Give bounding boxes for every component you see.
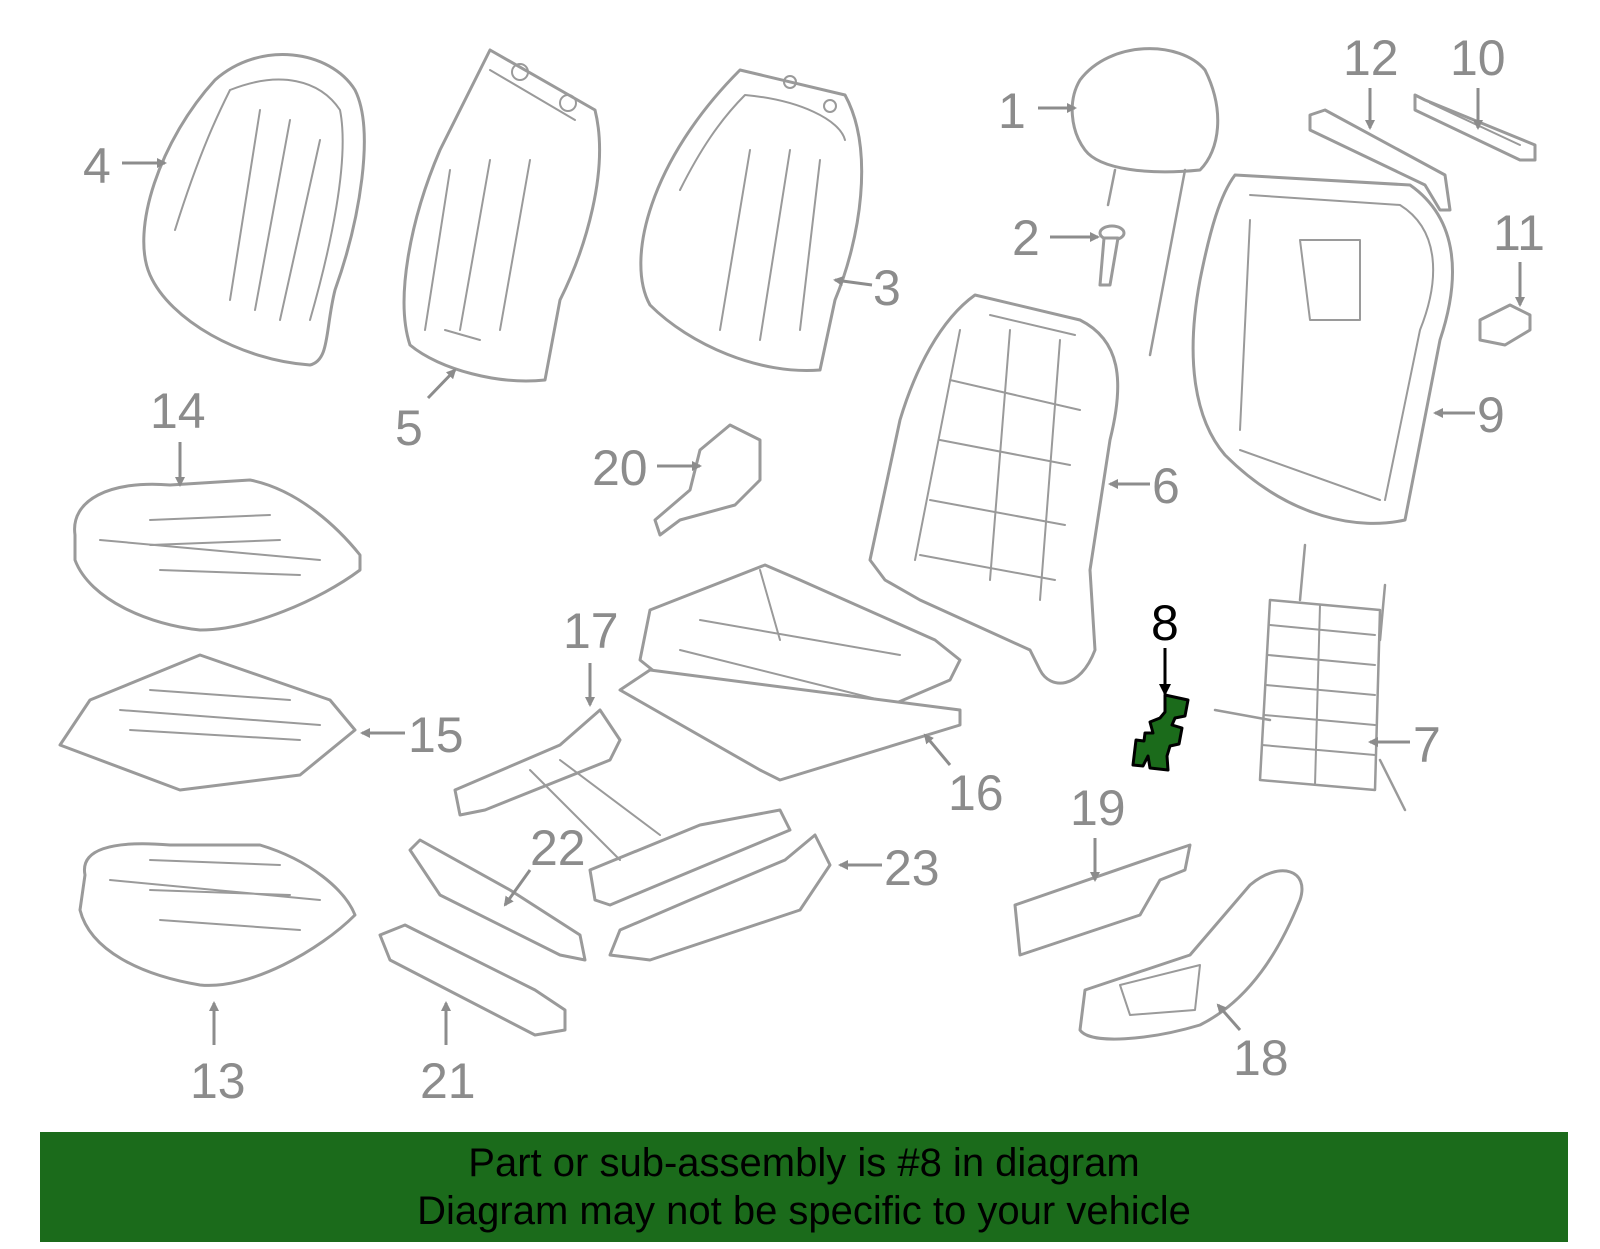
- part-7-spring-mat: [1213, 543, 1407, 812]
- banner-line-2: Diagram may not be specific to your vehi…: [417, 1189, 1191, 1233]
- callout-14: 14: [150, 383, 206, 439]
- part-6-back-frame: [868, 293, 1120, 685]
- callout-20: 20: [592, 440, 648, 496]
- part-14-cushion: [73, 478, 362, 632]
- callout-8-highlight: 8: [1151, 595, 1179, 696]
- callout-8: 8: [1151, 595, 1179, 651]
- part-13-cushion-cover: [78, 842, 357, 987]
- part-20-bracket: [653, 423, 762, 537]
- part-19-panel: [1013, 843, 1192, 957]
- callout-3: 3: [873, 260, 901, 316]
- callouts: 1 2 3 4 5 6 7 9 10 11 12 13 14 15 16 17 …: [83, 30, 1545, 1109]
- part-10-trim-strip: [1413, 93, 1537, 162]
- callout-9: 9: [1477, 387, 1505, 443]
- part-9-rear-panel: [1191, 173, 1454, 525]
- part-2-headrest-guide: [1098, 224, 1126, 287]
- part-8-highlighted: [1131, 693, 1190, 772]
- part-16-seat-pan: [618, 563, 962, 782]
- part-22-trim: [408, 838, 587, 962]
- callout-16: 16: [948, 765, 1004, 821]
- part-15-cushion-pad: [58, 653, 357, 792]
- part-23-side-trim: [608, 833, 832, 962]
- callout-23: 23: [884, 840, 940, 896]
- callout-12: 12: [1343, 30, 1399, 86]
- callout-4: 4: [83, 138, 111, 194]
- callout-1: 1: [998, 83, 1026, 139]
- info-banner: Part or sub-assembly is #8 in diagram Di…: [40, 1132, 1568, 1242]
- part-12-trim: [1308, 108, 1452, 212]
- part-4-seatback-cover: [142, 53, 366, 367]
- banner-line-1: Part or sub-assembly is #8 in diagram: [468, 1141, 1140, 1185]
- callout-10: 10: [1450, 30, 1506, 86]
- part-1-headrest: [1070, 47, 1220, 357]
- callout-5: 5: [395, 400, 423, 456]
- part-18-side-cover: [1078, 869, 1304, 1041]
- part-8-shape: [1131, 693, 1190, 772]
- seat-parts-diagram: 1 2 3 4 5 6 7 9 10 11 12 13 14 15 16 17 …: [58, 30, 1545, 1109]
- callout-22: 22: [530, 820, 586, 876]
- part-17-seat-frame: [453, 708, 792, 907]
- part-3-seatback-outer: [639, 68, 864, 373]
- callout-6: 6: [1152, 458, 1180, 514]
- callout-19: 19: [1070, 780, 1126, 836]
- part-21-cover: [378, 923, 567, 1037]
- callout-18: 18: [1233, 1030, 1289, 1086]
- callout-15: 15: [408, 707, 464, 763]
- callout-2: 2: [1012, 210, 1040, 266]
- callout-21: 21: [420, 1053, 476, 1109]
- callout-11: 11: [1493, 205, 1545, 261]
- callout-13: 13: [190, 1053, 246, 1109]
- callout-7: 7: [1413, 717, 1441, 773]
- callout-17: 17: [563, 603, 619, 659]
- part-11-clip: [1478, 303, 1532, 347]
- part-5-back-panel: [402, 48, 602, 383]
